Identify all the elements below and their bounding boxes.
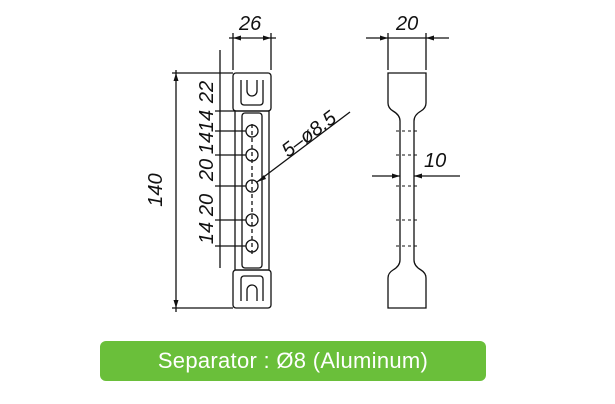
- caption-label: Separator : Ø8 (Aluminum): [157, 348, 429, 373]
- technical-drawing: 26 140 22 14 14 20 20 14 5–ø8.5 20 10: [145, 13, 460, 312]
- front-dimension-lines: [172, 33, 351, 312]
- front-width-label: 26: [238, 13, 262, 35]
- side-width-label: 20: [395, 13, 418, 35]
- thickness-label: 10: [424, 150, 446, 172]
- pitch-label-4: 20: [196, 194, 218, 217]
- front-view-part: [232, 72, 272, 309]
- caption-banner: Separator : Ø8 (Aluminum): [100, 341, 486, 381]
- dimension-arrowheads: [173, 35, 434, 308]
- end-offset-label: 22: [196, 81, 218, 104]
- pitch-label-5: 14: [196, 222, 218, 244]
- hole-callout-label: 5–ø8.5: [278, 106, 342, 162]
- pitch-label-2: 14: [196, 132, 218, 154]
- pitch-label-3: 20: [196, 159, 218, 182]
- side-view-part: [387, 72, 427, 309]
- overall-length-label: 140: [145, 173, 167, 206]
- pitch-label-1: 14: [196, 110, 218, 132]
